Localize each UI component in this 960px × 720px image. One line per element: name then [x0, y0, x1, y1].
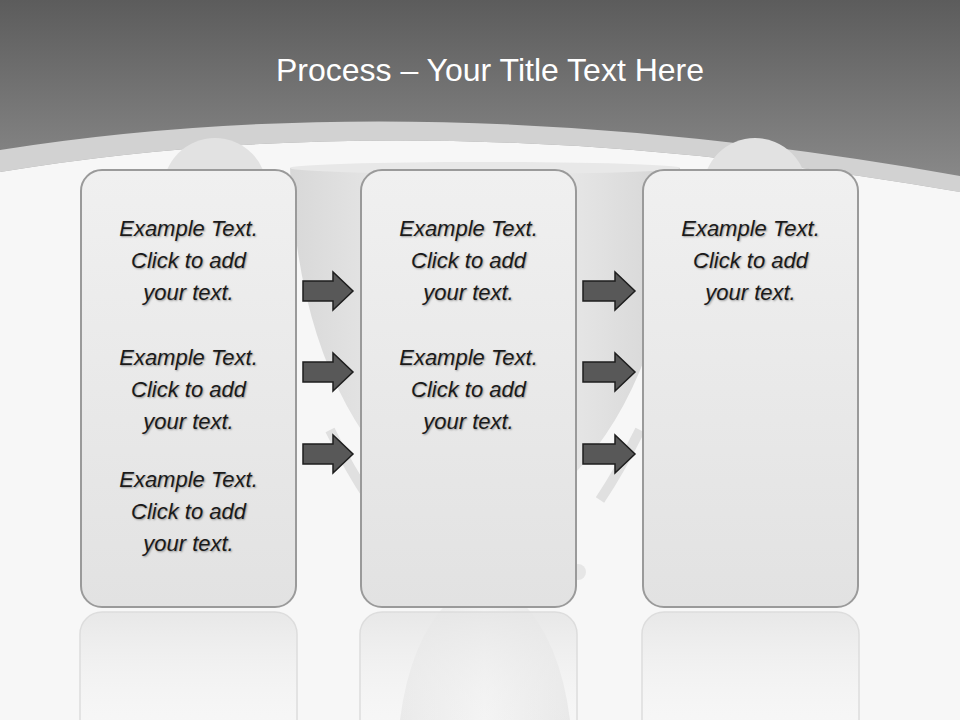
box-reflection: [80, 612, 859, 720]
block-arrow: [303, 353, 353, 391]
block-arrow: [303, 272, 353, 310]
process-box: Example Text. Click to add your text.: [642, 169, 859, 608]
block-arrow: [303, 435, 353, 473]
box-text: Example Text. Click to add your text.: [362, 342, 575, 438]
box-text: Example Text. Click to add your text.: [82, 342, 295, 438]
block-arrow: [583, 353, 635, 391]
block-arrow: [583, 435, 635, 473]
process-box: Example Text. Click to add your text. Exa…: [360, 169, 577, 608]
block-arrow: [583, 272, 635, 310]
box-text: Example Text. Click to add your text.: [82, 464, 295, 560]
box-text: Example Text. Click to add your text.: [82, 213, 295, 309]
slide-title: Process – Your Title Text Here: [0, 52, 960, 89]
process-box: Example Text. Click to add your text. Exa…: [80, 169, 297, 608]
box-text: Example Text. Click to add your text.: [644, 213, 857, 309]
box-text: Example Text. Click to add your text.: [362, 213, 575, 309]
